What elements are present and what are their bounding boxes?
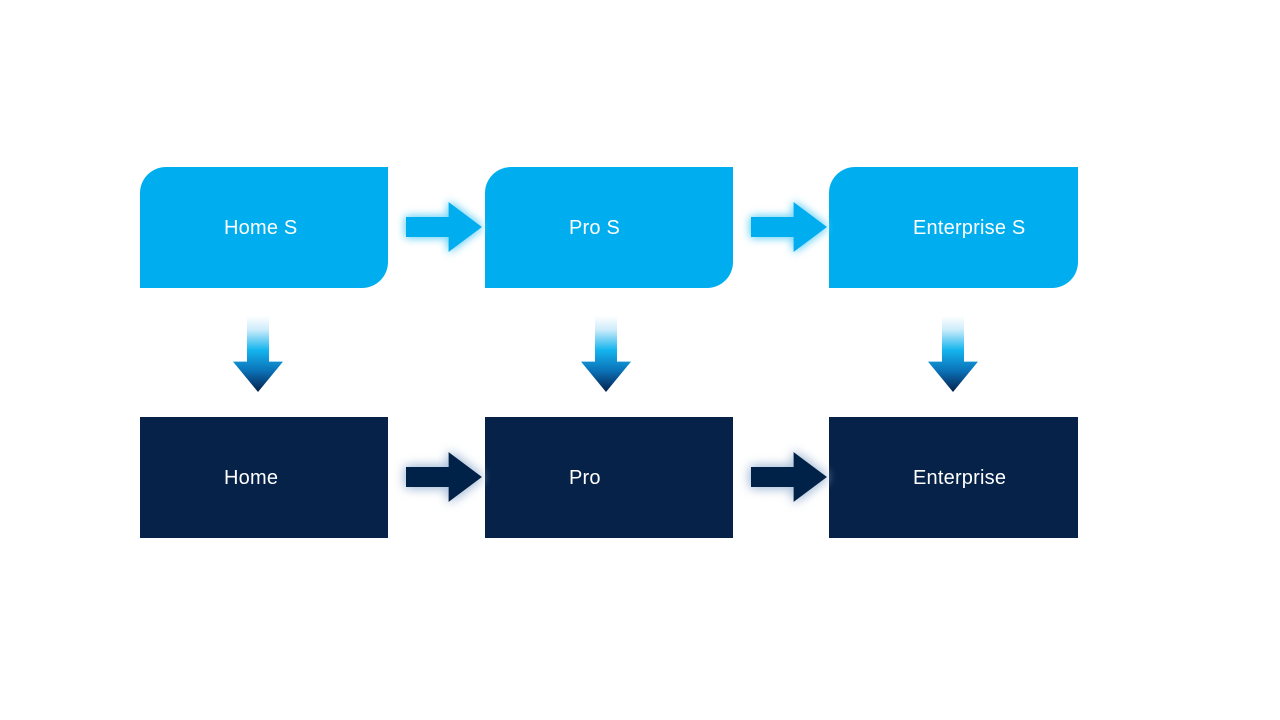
node-box-enterprise[interactable]: Enterprise — [829, 417, 1078, 538]
arrow-right-icon-home-to-pro — [406, 452, 482, 502]
arrow-down-icon-home-s-to-home — [233, 316, 283, 392]
arrow-right-icon-pro-s-to-enterprise-s — [751, 202, 827, 252]
arrow-right-icon-pro-to-enterprise — [751, 452, 827, 502]
arrow-down-icon-enterprise-s-to-enterprise — [928, 316, 978, 392]
node-label-pro-s: Pro S — [569, 216, 621, 239]
node-label-pro: Pro — [569, 466, 601, 489]
node-box-enterprise-s[interactable]: Enterprise S — [829, 167, 1078, 288]
node-box-pro[interactable]: Pro — [485, 417, 733, 538]
node-label-home: Home — [224, 466, 279, 489]
node-box-home-s[interactable]: Home S — [140, 167, 388, 288]
node-label-enterprise-s: Enterprise S — [913, 216, 1026, 239]
node-box-home[interactable]: Home — [140, 417, 388, 538]
node-label-home-s: Home S — [224, 216, 298, 239]
arrow-right-icon-home-s-to-pro-s — [406, 202, 482, 252]
node-label-enterprise: Enterprise — [913, 466, 1007, 489]
node-box-pro-s[interactable]: Pro S — [485, 167, 733, 288]
arrow-down-icon-pro-s-to-pro — [581, 316, 631, 392]
